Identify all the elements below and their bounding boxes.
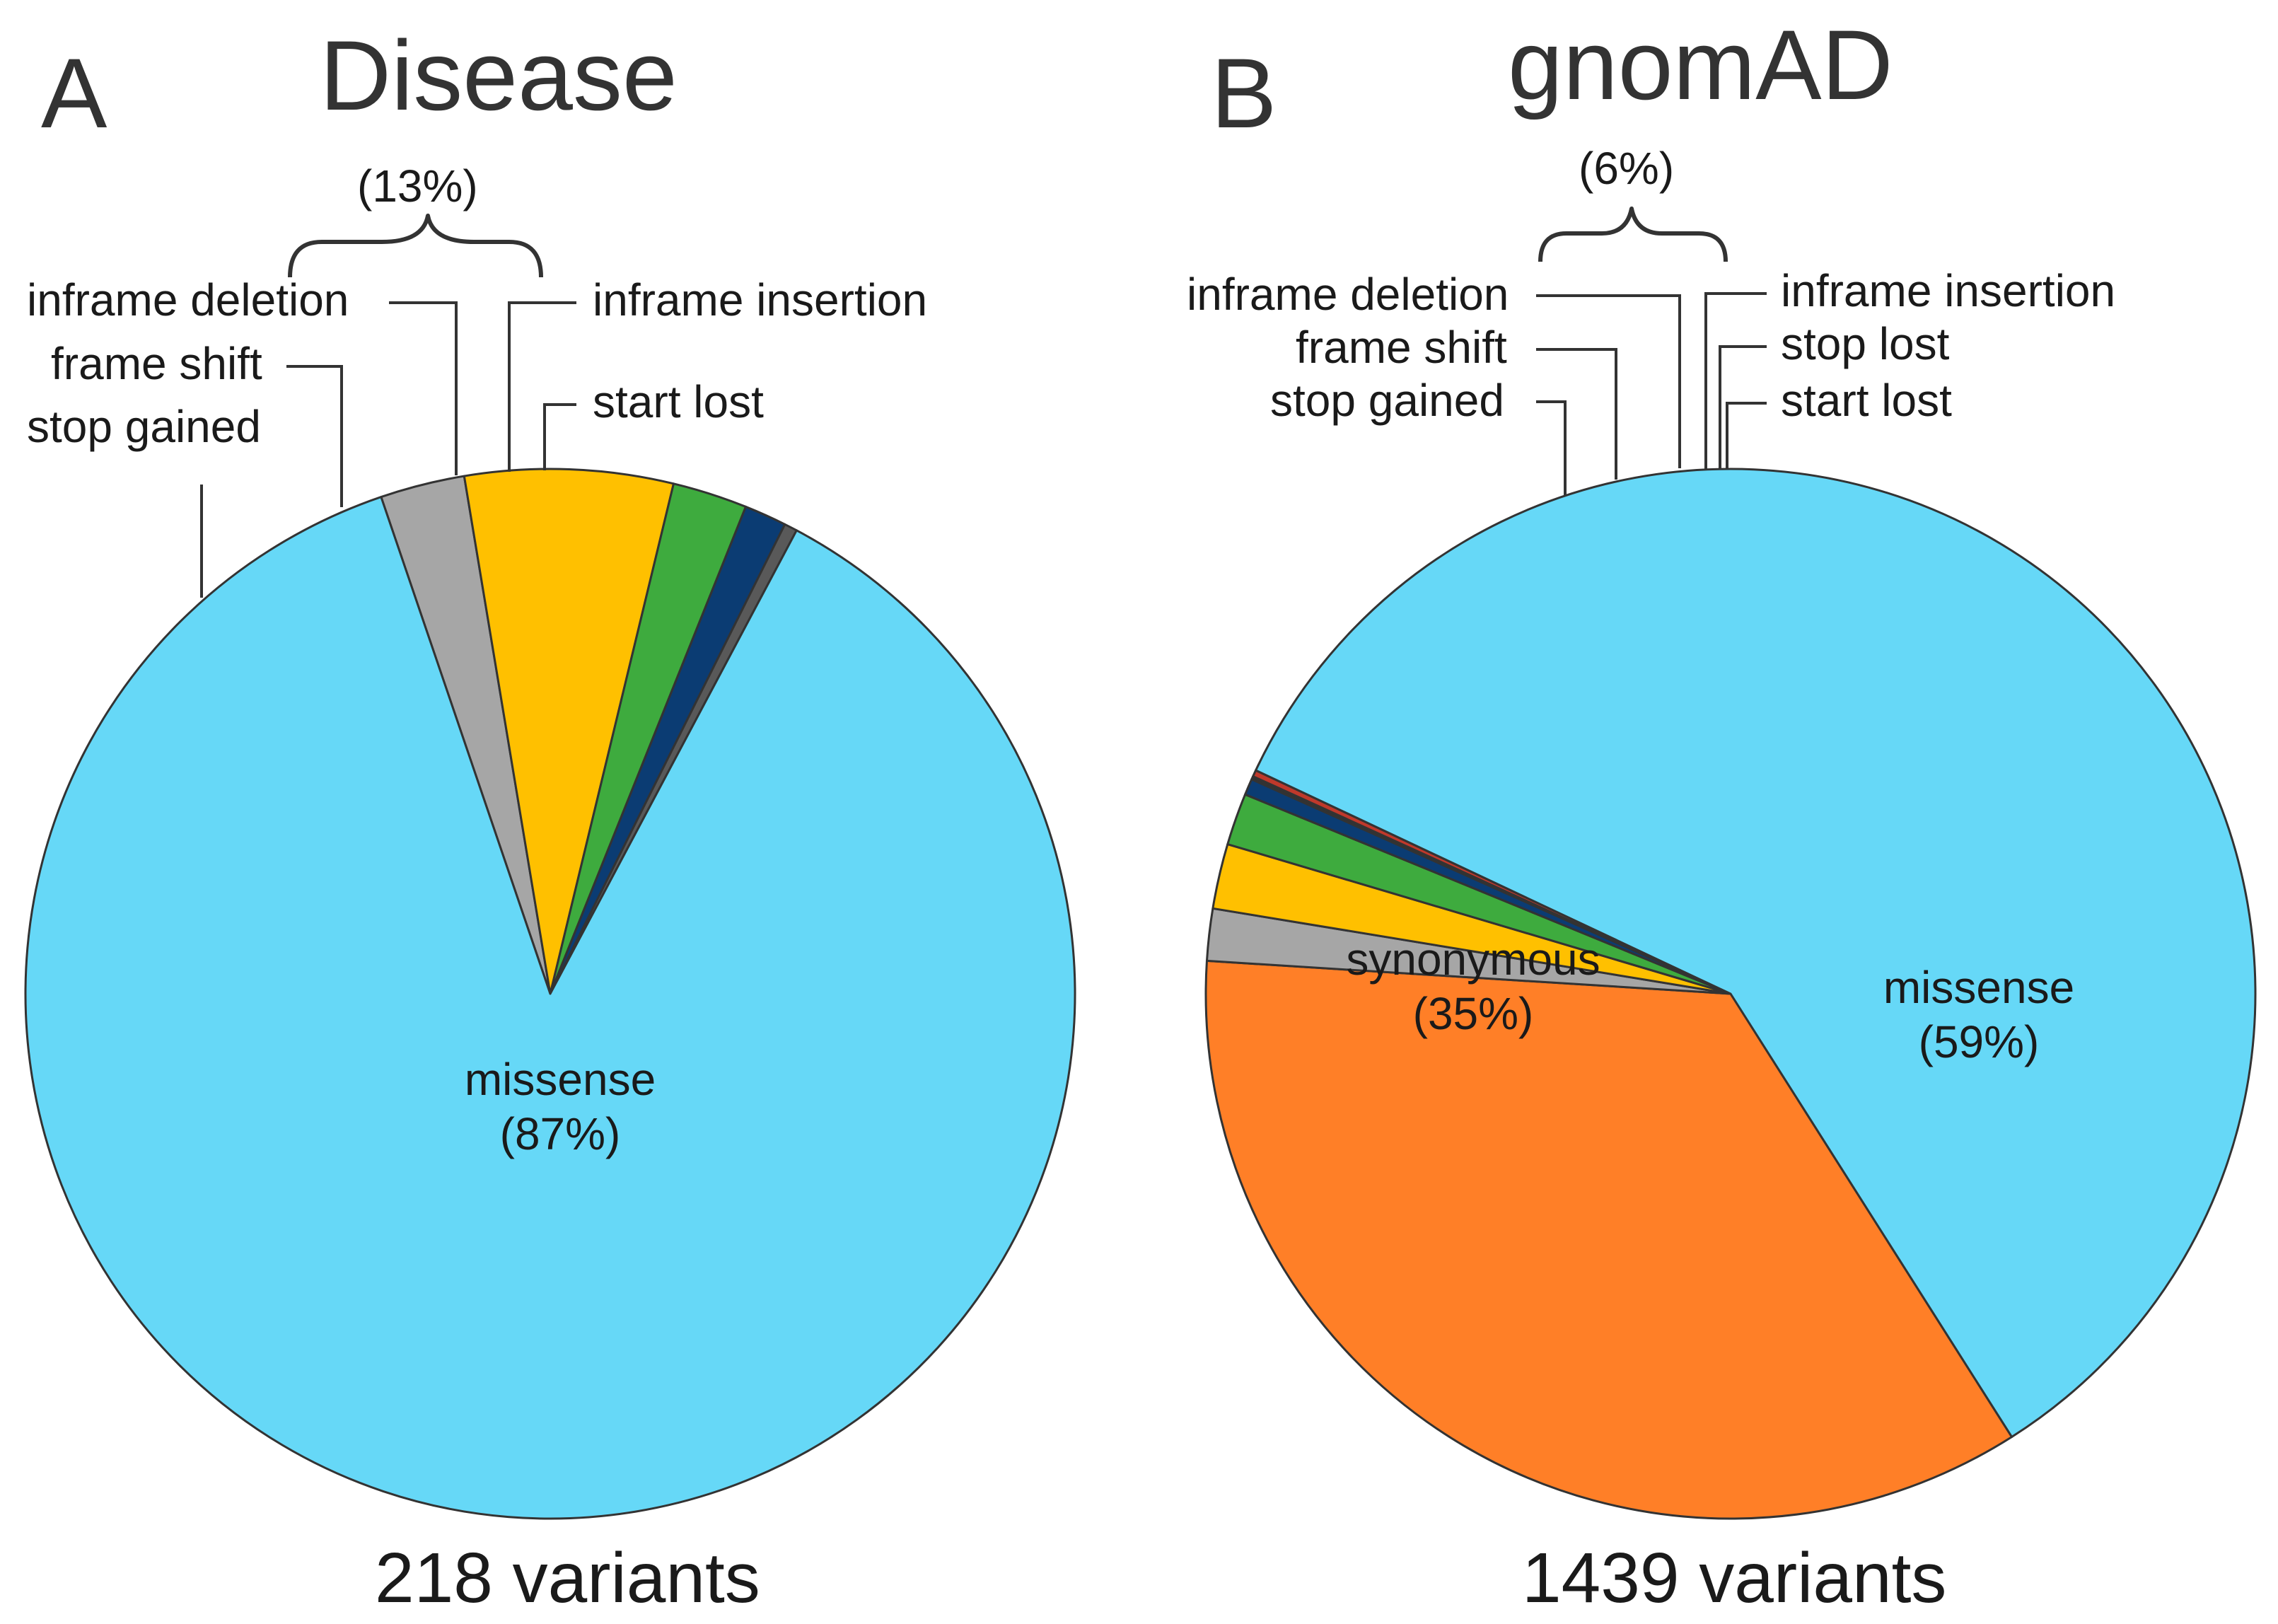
pie-b xyxy=(1204,468,2257,1520)
panel-b-title: gnomAD xyxy=(1508,9,1893,120)
panel-b-total: 1439 variants xyxy=(1522,1538,1946,1618)
slice-b-missense xyxy=(1255,468,2257,1438)
leader-a-frame-shift xyxy=(286,365,343,507)
label-b-inframe-insertion: inframe insertion xyxy=(1781,265,2115,316)
label-b-synonymous-pct: (35%) xyxy=(1413,988,1534,1039)
panel-b: B gnomAD (6%) inframe deletion frame shi… xyxy=(1187,9,2257,1618)
label-b-missense-pct: (59%) xyxy=(1919,1016,2040,1067)
label-b-inframe-deletion: inframe deletion xyxy=(1187,269,1509,320)
panel-a: A Disease (13%) inframe deletion frame s… xyxy=(24,20,1076,1618)
label-a-start-lost: start lost xyxy=(593,376,764,427)
panel-a-bracket xyxy=(288,214,543,278)
leader-b-start-lost xyxy=(1726,402,1767,469)
panel-b-letter: B xyxy=(1211,37,1277,149)
label-b-stop-gained: stop gained xyxy=(1270,375,1504,426)
panel-a-letter: A xyxy=(41,37,107,149)
panel-a-total: 218 variants xyxy=(375,1538,760,1618)
leader-b-inframe-deletion xyxy=(1536,294,1681,468)
panel-b-group-label: (6%) xyxy=(1579,143,1674,194)
leader-a-inframe-deletion xyxy=(389,301,458,475)
pie-a xyxy=(24,468,1076,1520)
panel-a-group-label: (13%) xyxy=(357,161,478,211)
label-b-frame-shift: frame shift xyxy=(1296,322,1507,373)
panel-a-title: Disease xyxy=(320,20,678,131)
label-a-missense-pct: (87%) xyxy=(500,1108,621,1159)
leader-b-stop-lost xyxy=(1719,345,1767,469)
slice-a-frame-shift xyxy=(463,468,675,995)
label-b-missense: missense xyxy=(1883,962,2074,1013)
leader-b-inframe-insertion xyxy=(1704,292,1767,470)
slice-a-missense xyxy=(24,496,1076,1520)
slice-b-synonymous xyxy=(1204,959,2013,1520)
label-b-stop-lost: stop lost xyxy=(1781,318,1950,369)
panel-b-bracket xyxy=(1538,207,1728,262)
leader-a-inframe-insertion xyxy=(508,301,576,472)
label-a-inframe-deletion: inframe deletion xyxy=(27,274,349,325)
label-a-stop-gained: stop gained xyxy=(27,401,261,452)
label-a-frame-shift: frame shift xyxy=(51,338,262,389)
label-a-missense: missense xyxy=(465,1054,656,1105)
label-b-start-lost: start lost xyxy=(1781,375,1952,426)
label-b-synonymous: synonymous xyxy=(1346,934,1600,985)
label-a-inframe-insertion: inframe insertion xyxy=(593,274,927,325)
leader-b-stop-gained xyxy=(1536,400,1567,495)
leader-a-start-lost xyxy=(543,403,576,470)
leader-b-frame-shift xyxy=(1536,348,1617,480)
